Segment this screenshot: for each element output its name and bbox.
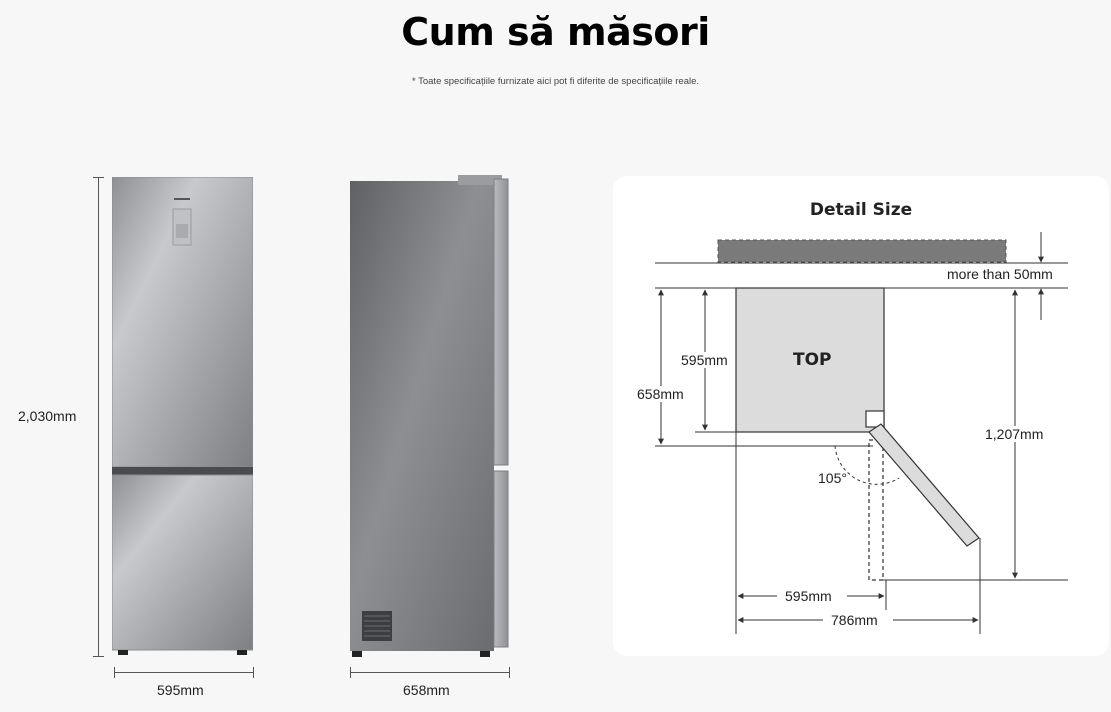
side-body <box>350 181 494 651</box>
width-label: 595mm <box>785 588 832 604</box>
fridge-side-view <box>350 175 510 657</box>
fridge-side-illustration <box>350 175 509 657</box>
clearance-label: more than 50mm <box>947 266 1053 282</box>
door-open <box>868 423 980 547</box>
side-door-edge-lower <box>493 470 509 648</box>
disclaimer-text: * Toate specificațiile furnizate aici po… <box>411 76 700 87</box>
side-depth-line <box>350 672 509 673</box>
front-foot-left <box>118 650 128 655</box>
door-closed-outline <box>868 439 884 581</box>
body-depth-label: 595mm <box>679 352 730 368</box>
total-depth-label: 658mm <box>635 386 686 402</box>
front-lower-door <box>111 474 254 651</box>
door-hinge <box>865 410 885 428</box>
front-width-label: 595mm <box>157 682 204 698</box>
page-title: Cum să măsori <box>401 10 710 54</box>
fridge-front-view <box>111 176 254 655</box>
wall-block <box>717 239 1007 263</box>
front-door-gap <box>112 467 253 475</box>
height-label: 2,030mm <box>18 408 77 424</box>
door-angle-arc <box>834 445 900 485</box>
top-label: TOP <box>793 350 832 370</box>
height-dimension-line <box>98 177 99 656</box>
open-width-label: 786mm <box>831 612 878 628</box>
detail-title: Detail Size <box>809 200 913 220</box>
height-dimension-tick-bottom <box>93 656 104 657</box>
detail-top-view-diagram <box>655 232 1068 634</box>
front-width-line <box>114 672 253 673</box>
front-foot-right <box>237 650 247 655</box>
detail-size-card: Detail Size <box>613 176 1109 656</box>
front-brand-mark <box>174 198 190 200</box>
open-depth-label: 1,207mm <box>983 426 1046 442</box>
side-depth-tick-left <box>350 667 351 678</box>
side-door-edge-upper <box>493 178 509 466</box>
side-depth-label: 658mm <box>403 682 450 698</box>
side-depth-tick-right <box>509 667 510 678</box>
side-foot-front <box>480 651 490 657</box>
side-foot-back <box>352 651 362 657</box>
angle-label: 105° <box>818 470 847 486</box>
front-width-tick-right <box>253 667 254 678</box>
height-dimension-tick-top <box>93 177 104 178</box>
front-display-screen <box>176 224 188 238</box>
fridge-top-body <box>735 287 885 433</box>
side-hinge-top <box>458 175 502 185</box>
front-width-tick-left <box>114 667 115 678</box>
fridge-front-illustration <box>111 176 254 655</box>
